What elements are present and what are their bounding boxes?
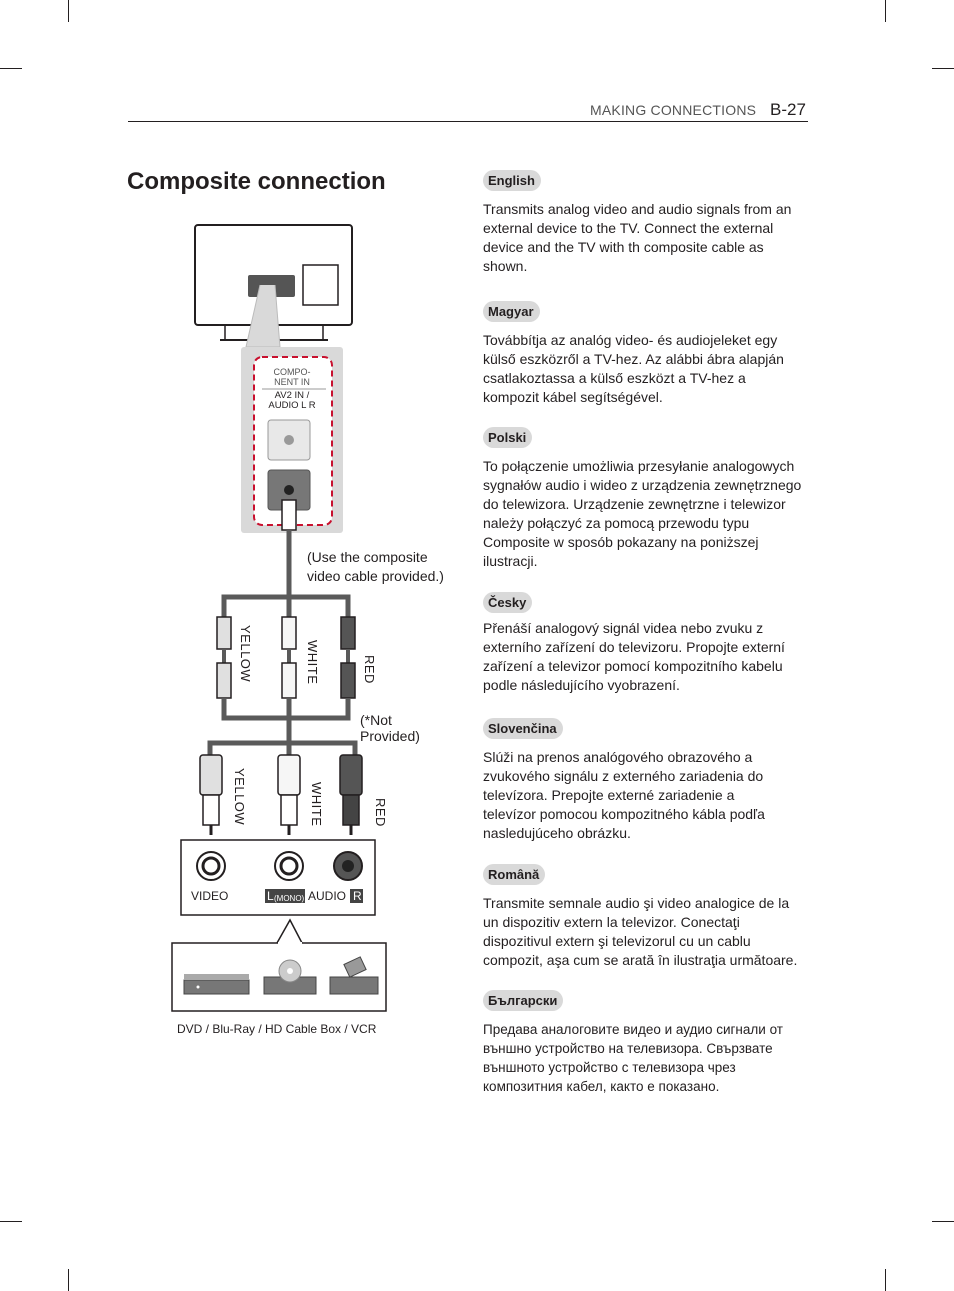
- bluray-player-icon: [263, 959, 317, 995]
- cable-plug-white-upper: [281, 616, 297, 699]
- device-caption: DVD / Blu-Ray / HD Cable Box / VCR: [177, 1022, 377, 1036]
- video-port-label: VIDEO: [191, 889, 229, 903]
- diagram-graphic: [171, 224, 387, 1012]
- cable-plug-yellow-lower: [199, 754, 223, 835]
- cable-note: (Use the composite video cable provided.…: [307, 549, 444, 584]
- yellow-label-upper: YELLOW: [238, 625, 253, 683]
- lang-label: English: [483, 170, 541, 191]
- lang-text: Slúži na prenos analógového obrazového a…: [483, 749, 765, 841]
- not-provided-note: (*Not Provided): [360, 712, 420, 744]
- crop-mark: [885, 1269, 886, 1291]
- white-label-lower: WHITE: [309, 782, 324, 827]
- lang-text: Transmits analog video and audio signals…: [483, 201, 792, 274]
- header-rule: [128, 121, 808, 122]
- page-number: B-27: [770, 100, 806, 119]
- lang-text: To połączenie umożliwia przesyłanie anal…: [483, 458, 802, 569]
- lang-label: Česky: [483, 592, 533, 613]
- lang-block-polski: Polski To połączenie umożliwia przesyłan…: [483, 427, 808, 571]
- lang-block-english: English Transmits analog video and audio…: [483, 170, 801, 276]
- cable-plug-white-lower: [277, 754, 301, 835]
- audio-label: AUDIO: [308, 889, 347, 903]
- yellow-label-lower: YELLOW: [232, 768, 247, 826]
- lang-label: Polski: [483, 427, 533, 448]
- l-port-label: L: [267, 889, 274, 903]
- lang-block-romana: Română Transmite semnale audio şi video …: [483, 864, 808, 970]
- vcr-icon: [329, 956, 379, 995]
- red-label-lower: RED: [373, 798, 388, 827]
- lang-text: Přenáší analogový signál videa nebo zvuk…: [483, 620, 785, 693]
- r-port-label: R: [353, 889, 362, 903]
- lang-label: Română: [483, 864, 546, 885]
- lang-label: Magyar: [483, 301, 540, 322]
- lang-label: Български: [483, 990, 564, 1011]
- lang-label: Slovenčina: [483, 718, 563, 739]
- crop-mark: [68, 1269, 69, 1291]
- lang-text: Továbbítja az analóg video- és audiojele…: [483, 332, 784, 405]
- dvd-player-icon: [183, 974, 250, 995]
- crop-mark: [0, 1221, 22, 1222]
- connection-diagram: COMPO- NENT IN AV2 IN / AUDIO L R (Use t…: [150, 215, 470, 1055]
- port-header-label: COMPO- NENT IN: [273, 367, 311, 387]
- red-label-upper: RED: [362, 655, 377, 684]
- page-title: Composite connection: [127, 168, 386, 195]
- mono-label: (MONO): [274, 894, 305, 903]
- lang-text: Transmite semnale audio şi video analogi…: [483, 895, 798, 968]
- cable-plug-yellow-upper: [216, 616, 232, 699]
- crop-mark: [68, 0, 69, 22]
- cable-plug-red-upper: [340, 616, 356, 699]
- crop-mark: [932, 68, 954, 69]
- cable-plug-red-lower: [339, 754, 363, 835]
- lang-block-slovencina: Slovenčina Slúži na prenos analógového o…: [483, 718, 783, 843]
- port-label: AV2 IN / AUDIO L R: [268, 390, 316, 411]
- lang-block-magyar: Magyar Továbbítja az analóg video- és au…: [483, 301, 793, 407]
- lang-block-bulgarski: Български Предава аналоговите видео и ау…: [483, 990, 808, 1096]
- lang-block-cesky: Česky Přenáší analogový signál videa neb…: [483, 592, 803, 695]
- crop-mark: [885, 0, 886, 22]
- tv-icon: [194, 224, 353, 341]
- white-label-upper: WHITE: [305, 640, 320, 685]
- section-title: MAKING CONNECTIONS: [590, 102, 757, 118]
- crop-mark: [0, 68, 22, 69]
- crop-mark: [932, 1221, 954, 1222]
- lang-text: Предава аналоговите видео и аудио сигнал…: [483, 1022, 783, 1094]
